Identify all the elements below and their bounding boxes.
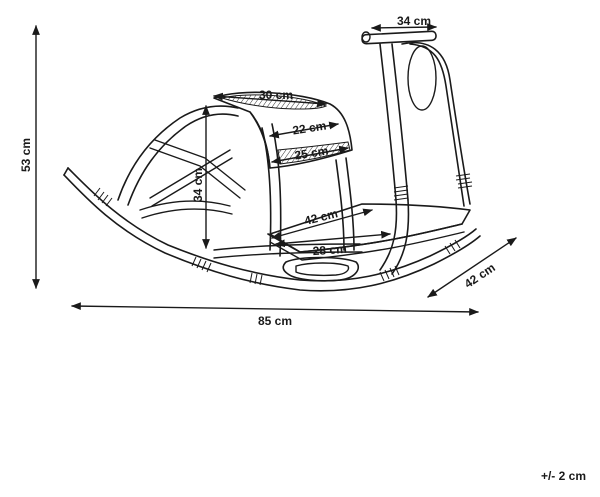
label-seat-top-length: 30 cm	[259, 88, 293, 102]
label-height-total: 53 cm	[19, 138, 33, 172]
label-length-total: 85 cm	[258, 314, 292, 328]
dim-seat-height: 34 cm	[191, 105, 210, 249]
dim-seat-top-length: 30 cm	[213, 88, 327, 108]
label-seat-height: 34 cm	[191, 168, 205, 202]
tolerance-note: +/- 2 cm	[540, 469, 586, 483]
label-footrest-inner-length: 28 cm	[312, 242, 347, 258]
seat	[213, 91, 353, 169]
dim-footrest-length: 42 cm	[271, 206, 373, 240]
upright-with-handle	[361, 30, 473, 275]
dim-seat-lower-width: 25 cm	[271, 143, 349, 165]
dim-depth: 42 cm	[427, 237, 517, 298]
dim-length-total: 85 cm	[71, 302, 479, 328]
dim-height-total: 53 cm	[19, 25, 40, 289]
label-handle-width: 34 cm	[397, 14, 431, 28]
label-seat-lower-width: 25 cm	[293, 143, 329, 162]
dimension-lines: 53 cm 85 cm 42 cm 34 cm 30 cm 22 cm 25 c…	[19, 14, 517, 328]
dim-handle-width: 34 cm	[371, 14, 437, 32]
label-depth: 42 cm	[462, 260, 498, 291]
rocking-seat-drawing	[63, 30, 481, 292]
rocker-runner	[63, 167, 481, 292]
lower-handle	[282, 256, 360, 282]
label-seat-inner-width: 22 cm	[291, 118, 327, 137]
dim-footrest-inner-length: 28 cm	[275, 230, 391, 258]
dim-seat-inner-width: 22 cm	[269, 118, 339, 139]
